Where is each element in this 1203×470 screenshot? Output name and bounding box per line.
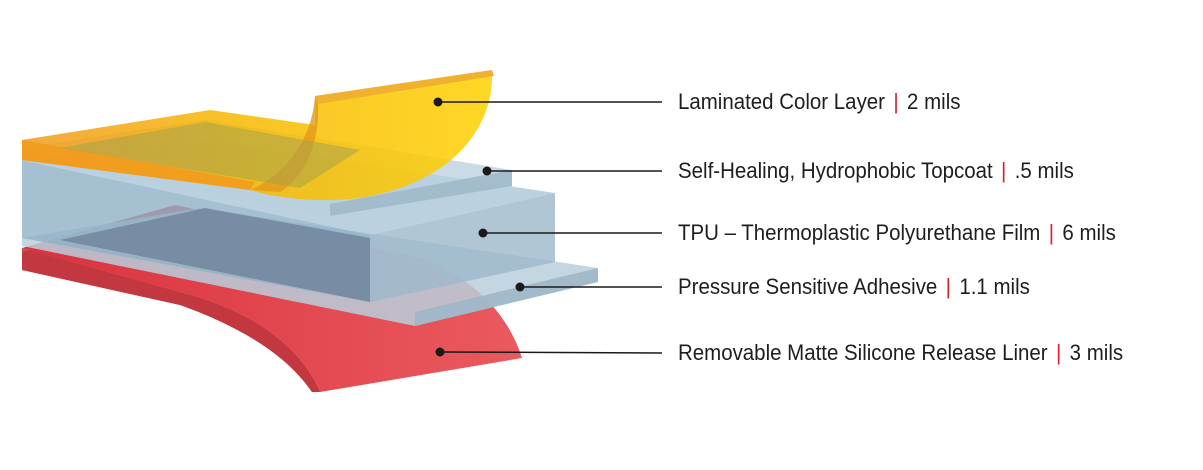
leader-line-release-liner bbox=[439, 351, 663, 354]
separator: | bbox=[1048, 220, 1055, 245]
leader-dot-color-layer bbox=[433, 97, 443, 107]
callout-thickness: .5 mils bbox=[1014, 158, 1074, 183]
separator: | bbox=[1001, 158, 1007, 183]
tpu-film-side bbox=[370, 193, 555, 302]
leader-lines bbox=[433, 97, 663, 357]
callout-thickness: 6 mils bbox=[1062, 220, 1116, 245]
separator: | bbox=[945, 274, 951, 299]
callout-topcoat: Self-Healing, Hydrophobic Topcoat | .5 mil… bbox=[678, 156, 1074, 186]
callout-name: Pressure Sensitive Adhesive bbox=[678, 274, 938, 299]
leader-dot-adhesive bbox=[515, 282, 525, 292]
leader-dot-release-liner bbox=[435, 347, 445, 357]
callout-name: TPU – Thermoplastic Polyurethane Film bbox=[678, 220, 1041, 245]
callout-name: Laminated Color Layer bbox=[678, 89, 885, 114]
leader-dot-tpu-film bbox=[478, 228, 488, 238]
callout-thickness: 1.1 mils bbox=[959, 274, 1030, 299]
callout-thickness: 3 mils bbox=[1069, 340, 1124, 365]
callout-name: Removable Matte Silicone Release Liner bbox=[678, 340, 1048, 365]
callout-tpu-film: TPU – Thermoplastic Polyurethane Film | 6 … bbox=[678, 218, 1116, 248]
separator: | bbox=[893, 89, 899, 114]
separator: | bbox=[1055, 340, 1062, 365]
callout-release-liner: Removable Matte Silicone Release Liner | 3… bbox=[678, 338, 1123, 368]
callout-color-layer: Laminated Color Layer | 2 mils bbox=[678, 87, 960, 117]
callout-adhesive: Pressure Sensitive Adhesive | 1.1 mils bbox=[678, 272, 1030, 302]
leader-dot-topcoat bbox=[482, 166, 492, 176]
callout-name: Self-Healing, Hydrophobic Topcoat bbox=[678, 158, 993, 183]
callout-thickness: 2 mils bbox=[907, 89, 961, 114]
